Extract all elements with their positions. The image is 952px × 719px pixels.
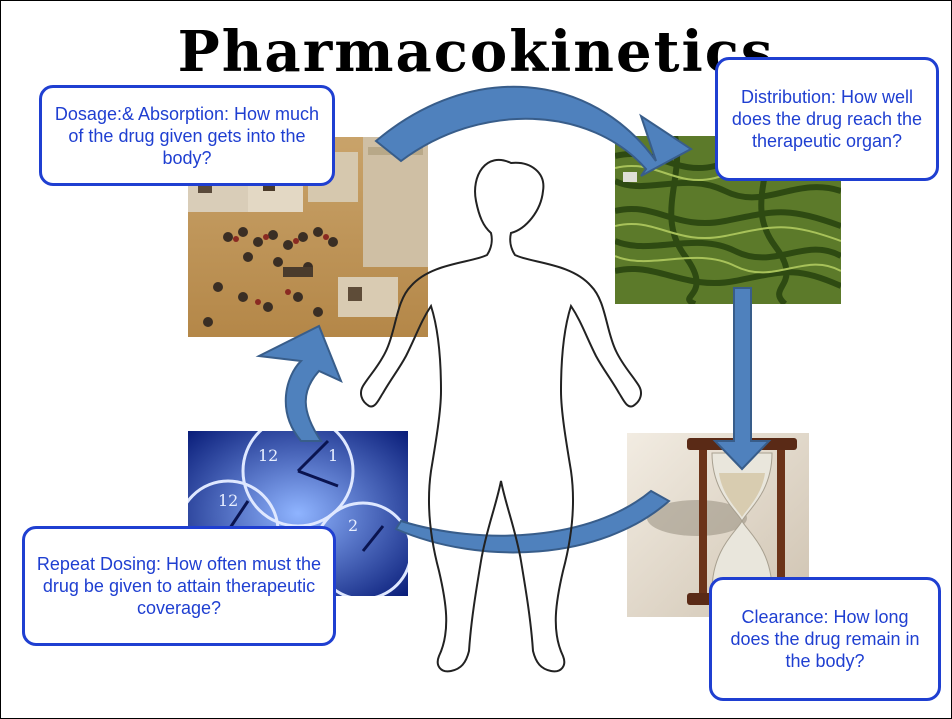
callout-absorption: Dosage:& Absorption: How much of the dru…	[39, 85, 335, 186]
callout-distribution: Distribution: How well does the drug rea…	[715, 57, 939, 181]
arrow-repeat-to-absorption	[259, 326, 341, 441]
callout-repeat-dosing: Repeat Dosing: How often must the drug b…	[22, 526, 336, 646]
human-body-outline	[361, 160, 641, 671]
callout-clearance: Clearance: How long does the drug remain…	[709, 577, 941, 701]
arrow-distribution-to-clearance	[715, 288, 769, 469]
arrow-absorption-to-distribution	[376, 87, 691, 176]
arrow-clearance-to-repeat	[396, 491, 669, 552]
